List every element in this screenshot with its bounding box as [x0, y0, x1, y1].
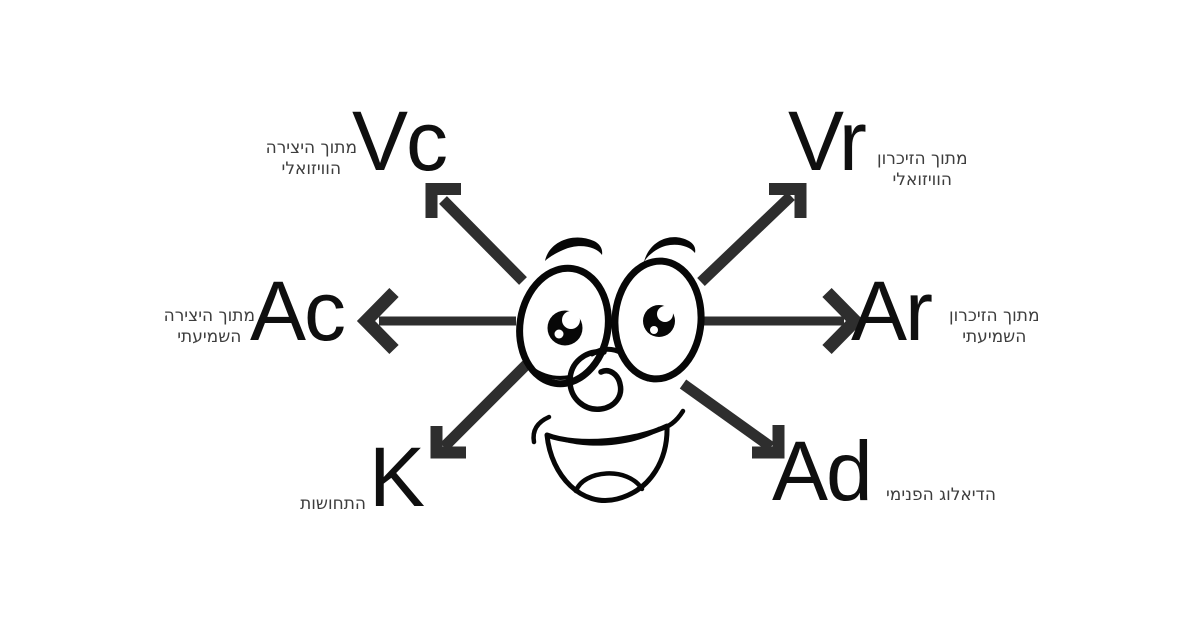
left-cheek-line-icon	[529, 366, 572, 380]
tongue-icon	[573, 471, 645, 494]
label-vc-description: מתוך היצירה הוויזואלי	[266, 138, 357, 179]
label-vr-desc-line2: הוויזואלי	[892, 169, 953, 190]
label-ar: Ar	[851, 264, 933, 358]
label-vc-desc-line1: מתוך היצירה	[265, 138, 357, 158]
label-ac-desc-line2: השמיעתי	[177, 326, 242, 347]
label-ac-description: מתוך היצירה השמיעתי	[164, 306, 255, 347]
right-smile-crease-icon	[656, 408, 686, 432]
label-ad-description: הדיאלוג הפנימי	[886, 485, 996, 506]
right-pupil-highlight-icon	[657, 306, 673, 322]
left-smile-crease-icon	[531, 414, 552, 445]
nose-icon	[567, 349, 624, 412]
arrow-down-right-icon	[679, 379, 785, 459]
left-pupil-glint-icon	[554, 329, 564, 339]
arrow-right-icon	[703, 287, 865, 355]
label-vc: Vc	[352, 94, 448, 188]
label-vr-desc-line1: מתוך הזיכרון	[877, 149, 968, 169]
arrow-up-right-icon	[697, 183, 807, 286]
arrow-down-left-icon	[430, 360, 531, 459]
label-vr: Vr	[788, 94, 867, 188]
label-vr-description: מתוך הזיכרון הוויזואלי	[877, 149, 968, 190]
label-ac: Ac	[250, 264, 346, 358]
label-ad: Ad	[772, 424, 873, 518]
label-k-description: התחושות	[300, 494, 366, 515]
cartoon-face-icon	[516, 237, 705, 503]
right-eyebrow-icon	[644, 237, 696, 262]
mouth-icon	[544, 423, 670, 503]
label-vc-desc-line2: הוויזואלי	[281, 158, 342, 179]
left-eyebrow-icon	[545, 237, 603, 261]
label-ac-desc-line1: מתוך היצירה	[163, 306, 255, 326]
upper-lip-icon	[547, 426, 667, 446]
arrow-up-left-icon	[425, 183, 527, 285]
label-ad-desc-line1: הדיאלוג הפנימי	[886, 485, 996, 505]
left-pupil-highlight-icon	[562, 311, 580, 329]
label-ar-description: מתוך הזיכרון השמיעתי	[949, 306, 1040, 347]
label-ar-desc-line1: מתוך הזיכרון	[949, 306, 1040, 326]
arrow-left-icon	[356, 287, 516, 355]
label-k: K	[369, 430, 425, 524]
label-k-desc-line1: התחושות	[300, 494, 366, 514]
right-pupil-glint-icon	[650, 326, 658, 334]
label-ar-desc-line2: השמיעתי	[962, 326, 1027, 347]
